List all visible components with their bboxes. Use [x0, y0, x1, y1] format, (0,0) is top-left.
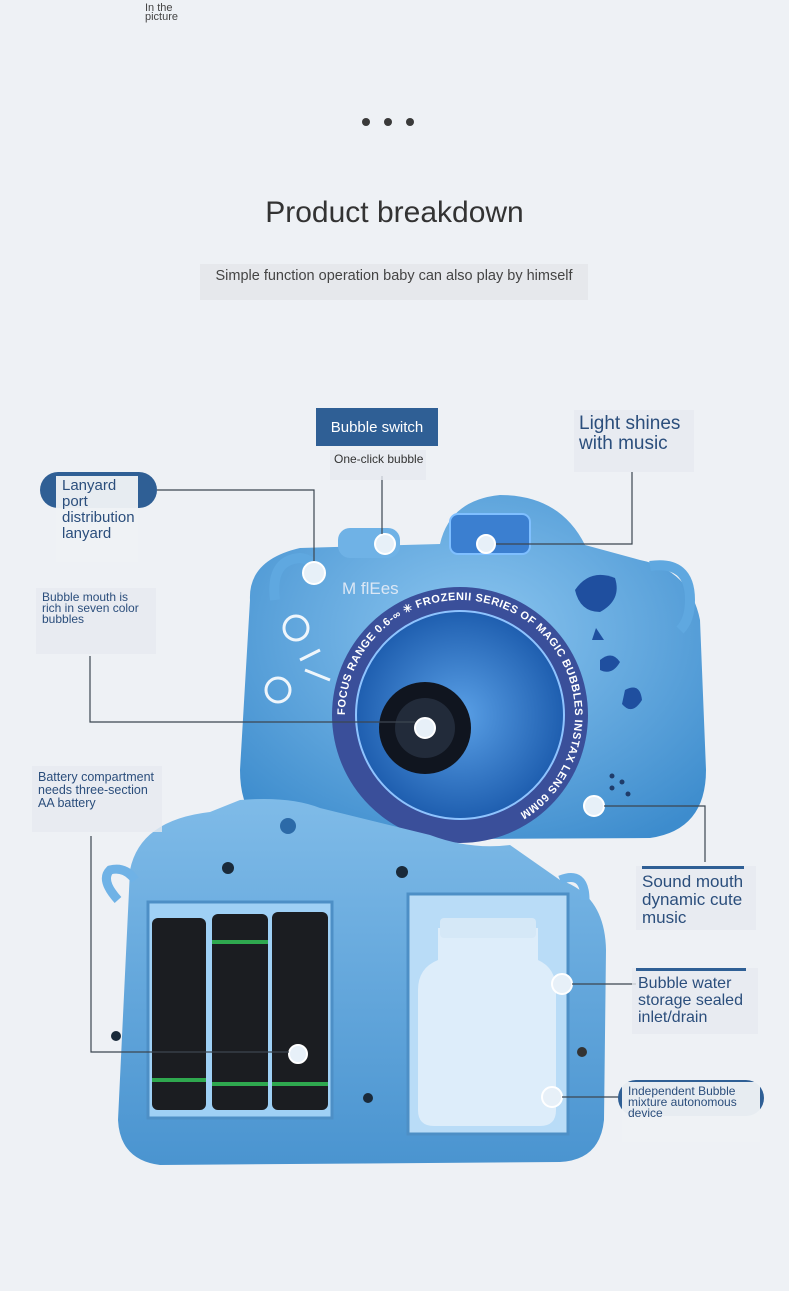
back-camera: [101, 799, 606, 1165]
water-accent-bar: [636, 968, 746, 971]
page-title: Product breakdown: [265, 196, 524, 229]
battery-label: Battery compartment needs three-section …: [32, 766, 162, 832]
corner-note: In the picture: [145, 2, 179, 23]
sound-accent-bar: [642, 866, 744, 869]
front-camera: M flEes FOCUS RANGE 0.6-∞ ✳ FROZENII SER…: [240, 495, 706, 843]
callout-markers: [302, 561, 436, 739]
lanyard-label: Lanyard port distribution lanyard: [56, 476, 138, 562]
sound-label: Sound mouth dynamic cute music: [636, 866, 756, 930]
page-subtitle: Simple function operation baby can also …: [215, 268, 573, 284]
leader-lines: [89, 472, 706, 1098]
pagination-dots: [362, 118, 432, 138]
dot: [406, 118, 414, 126]
water-label: Bubble water storage sealed inlet/drain: [632, 968, 758, 1034]
brand-text: M flEes: [342, 579, 399, 598]
subtitle-background: [200, 264, 588, 300]
bubble-switch-label: Bubble switch: [316, 408, 438, 446]
bubble-mouth-label: Bubble mouth is rich in seven color bubb…: [36, 588, 156, 654]
light-label: Light shines with music: [574, 410, 694, 472]
independent-label: Independent Bubble mixture autonomous de…: [622, 1082, 760, 1142]
dot: [384, 118, 392, 126]
dot: [362, 118, 370, 126]
one-click-label: One-click bubble: [330, 450, 426, 480]
